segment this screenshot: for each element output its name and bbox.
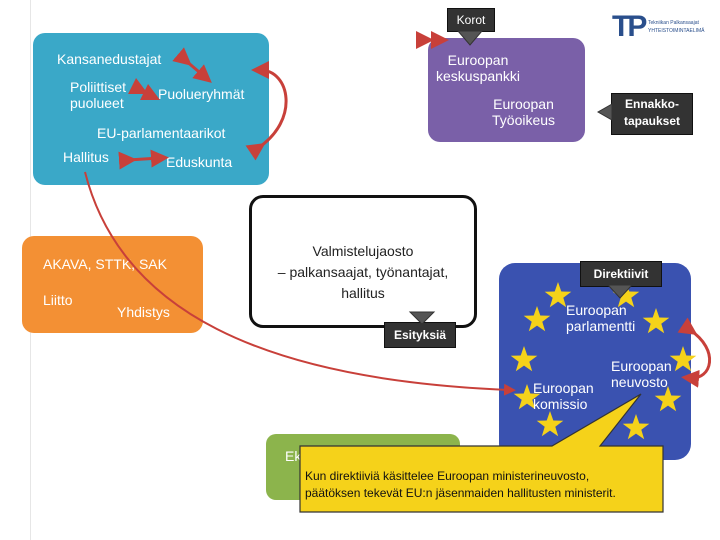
arrow-neuvosto-ennakko [677,317,711,388]
label-kansanedustajat: Kansanedustajat [57,51,162,67]
label-valmistelujaosto: Valmistelujaosto – palkansaajat, työnant… [277,243,449,301]
label-euroopan-komissio: Euroopan komissio [533,380,594,412]
label-euroopan-neuvosto: Euroopan neuvosto [611,358,672,390]
logo: TP Tekniikan Palkansaajat YHTEISTOIMINTA… [612,10,712,48]
label-akava: AKAVA, STTK, SAK [43,256,167,272]
tag-esityksia: Esityksiä [384,322,456,348]
label-green: Ek [285,448,302,464]
arrow-kansanedustajat-puolueryhmat [172,47,212,83]
arrow-puolueet-ryhmat [127,77,161,101]
label-hallitus: Hallitus [63,149,109,165]
chevron-down-icon [408,311,436,325]
label-euroopan-tyooikeus: Euroopan Työoikeus [492,96,556,128]
chevron-down-icon [606,284,634,299]
tag-ennakkotapaukset: Ennakko- tapaukset [611,93,693,135]
logo-line1: Tekniikan Palkansaajat [648,20,699,26]
label-poliittiset-puolueet: Poliittiset puolueet [70,79,127,111]
label-eu-parlamentaarikot: EU-parlamentaarikot [97,125,226,141]
tag-korot: Korot [447,8,495,32]
chevron-down-icon [456,30,484,46]
arrow-eduskunta-tyooikeus [245,61,288,161]
label-eduskunta: Eduskunta [166,154,233,170]
box-eu-institutions [428,38,585,142]
box-valmistelujaosto [249,195,477,328]
label-euroopan-keskuspankki: Euroopan keskuspankki [436,52,521,84]
arrow-hallitus-eduskunta [118,149,169,170]
callout-text: Kun direktiiviä käsittelee Euroopan mini… [305,469,616,500]
logo-line2: YHTEISTOIMINTAELIMÄ [648,28,705,34]
label-puolueryhmat: Puolueryhmät [158,86,245,102]
label-euroopan-parlamentti: Euroopan parlamentti [566,302,636,334]
label-liitto: Liitto [43,292,73,308]
logo-mark: TP [612,10,647,43]
chevron-left-icon [596,103,613,121]
label-yhdistys: Yhdistys [117,304,170,320]
box-unions [22,236,203,333]
arrow-hallitus-komissio [84,171,516,396]
